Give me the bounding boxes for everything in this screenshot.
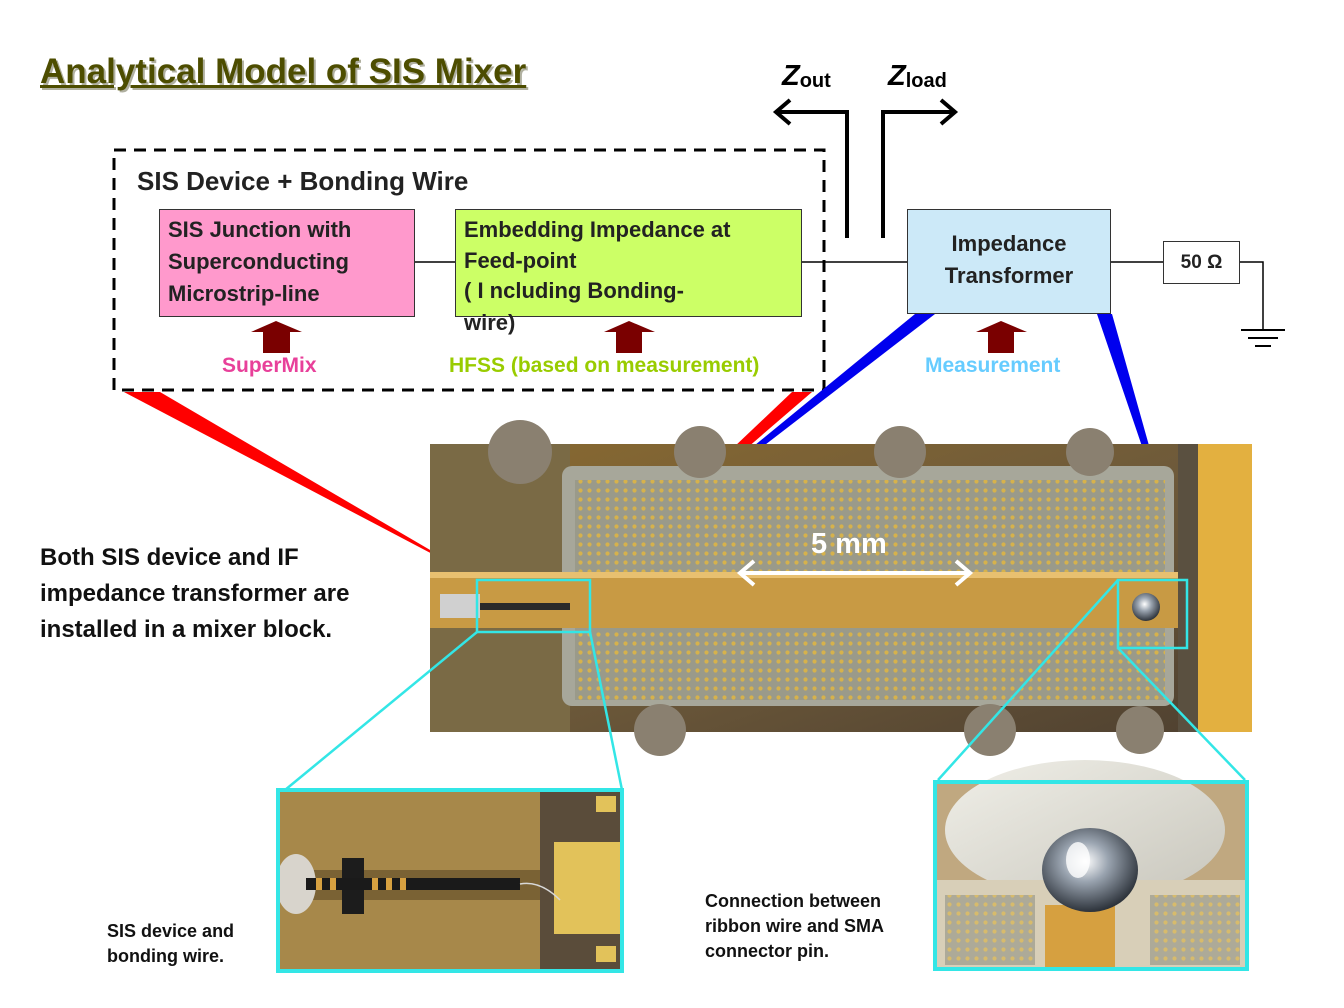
- sis-device-group-box: [112, 148, 826, 392]
- z-load-label: Zload: [888, 60, 947, 92]
- mixer-block-photo: [430, 420, 1252, 756]
- zoom-frame-right: [937, 578, 1246, 781]
- circuit-wire: [415, 261, 1264, 330]
- sma-connection-inset-photo: [935, 760, 1247, 969]
- scale-label: 5 mm: [811, 528, 887, 560]
- scale-arrow: [736, 559, 974, 587]
- installation-note: Both SIS device and IF impedance transfo…: [40, 544, 350, 643]
- load-resistor: 50 Ω: [1163, 241, 1240, 284]
- up-arrow-icon: [251, 321, 1027, 353]
- ground-icon: [1241, 329, 1285, 347]
- page-title: Analytical Model of SIS Mixer: [40, 52, 527, 91]
- caption-sis-device: SIS device and bonding wire.: [107, 921, 235, 966]
- z-out-label: Zout: [782, 60, 831, 92]
- source-label-supermix: SuperMix: [222, 354, 317, 377]
- sis-device-inset-photo: [276, 790, 622, 971]
- embedding-impedance-block: Embedding Impedance at Feed-point ( I nc…: [455, 209, 802, 335]
- source-label-measurement: Measurement: [925, 354, 1061, 377]
- sis-junction-block: SIS Junction with Superconducting Micros…: [159, 209, 415, 317]
- impedance-transformer-block: Impedance Transformer: [907, 209, 1111, 314]
- sma-inset-frame: [933, 780, 1249, 971]
- group-title: SIS Device + Bonding Wire: [137, 166, 469, 196]
- callout-red-left: [124, 392, 478, 578]
- z-out-arrow: [772, 98, 849, 238]
- sis-inset-frame: [276, 788, 624, 973]
- source-label-hfss: HFSS (based on measurement): [449, 354, 760, 377]
- z-load-arrow: [881, 98, 959, 238]
- caption-sma-connection: Connection between ribbon wire and SMA c…: [705, 891, 885, 961]
- zoom-frame-left: [284, 578, 624, 791]
